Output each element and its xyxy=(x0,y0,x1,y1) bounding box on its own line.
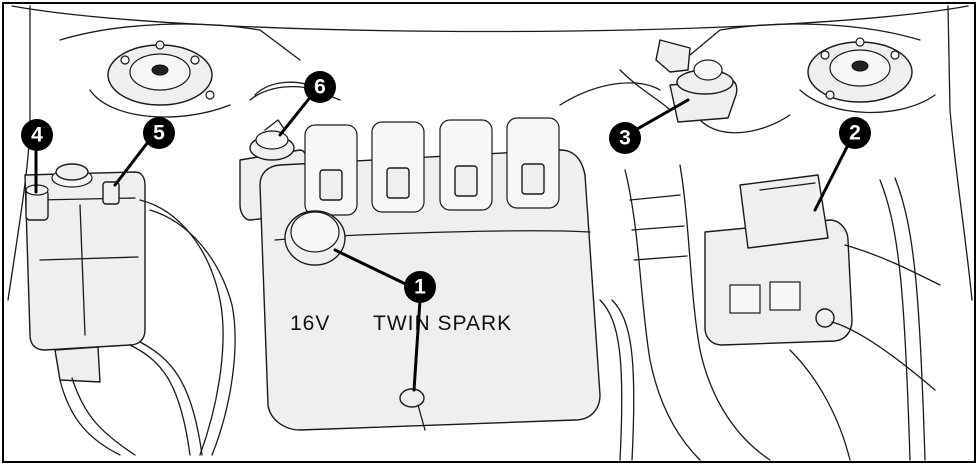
engine-cover-text-displacement: 16V xyxy=(290,312,330,335)
leader-line-5 xyxy=(113,140,150,187)
callout-6: 6 xyxy=(304,71,336,103)
callout-1-label: 1 xyxy=(414,276,426,299)
callout-3-label: 3 xyxy=(619,127,631,150)
coolant-expansion-tank xyxy=(24,163,146,383)
leader-line-1 xyxy=(333,248,420,292)
air-intake-hose xyxy=(599,164,771,461)
callout-2: 2 xyxy=(839,117,871,149)
callout-3: 3 xyxy=(609,122,641,154)
leader-lines xyxy=(34,93,850,392)
power-steering-reservoir xyxy=(559,39,791,134)
strut-tower-right xyxy=(799,37,936,114)
callout-5-label: 5 xyxy=(153,122,165,145)
leader-line-6 xyxy=(278,93,314,137)
leader-line-2 xyxy=(813,143,850,212)
right-hoses xyxy=(789,177,926,461)
callout-2-label: 2 xyxy=(849,122,861,145)
callout-1: 1 xyxy=(404,271,436,303)
left-hoses xyxy=(59,199,236,456)
engine-cover xyxy=(259,117,601,431)
engine-cover-text-model: TWIN SPARK xyxy=(373,312,512,335)
leader-line-1b xyxy=(412,298,422,392)
callout-4-label: 4 xyxy=(31,124,43,147)
battery xyxy=(704,174,941,391)
strut-tower-left xyxy=(89,40,231,118)
leader-line-3 xyxy=(630,98,690,134)
callout-5: 5 xyxy=(143,117,175,149)
callout-4: 4 xyxy=(21,119,53,151)
callout-6-label: 6 xyxy=(314,76,326,99)
